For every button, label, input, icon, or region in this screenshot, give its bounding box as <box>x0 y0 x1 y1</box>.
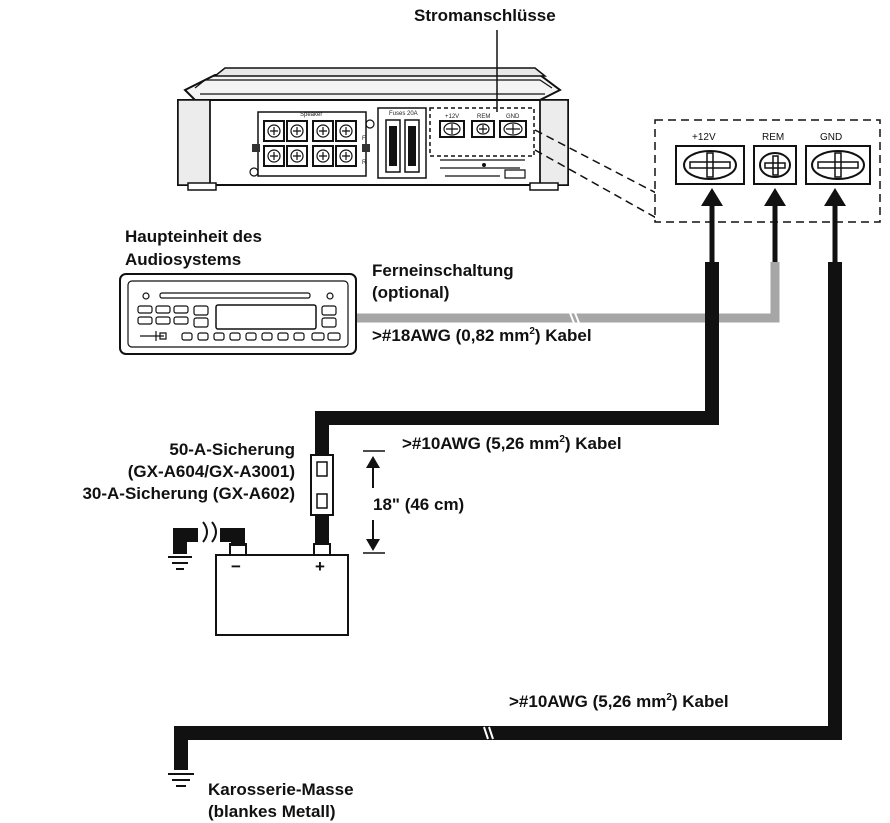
remote-wire <box>355 262 780 323</box>
wire-break-symbol <box>202 521 217 543</box>
terminal-label-rem: REM <box>762 132 784 143</box>
amplifier: Speaker F R Fuses 20A <box>177 67 569 191</box>
terminal-label-12v: +12V <box>692 132 716 143</box>
head-unit-label-line2: Audiosystems <box>125 250 241 269</box>
chassis-ground-label-line2: (blankes Metall) <box>208 802 336 821</box>
zoom-lines <box>534 129 661 221</box>
svg-text:+12V: +12V <box>445 114 459 120</box>
ground-symbol-chassis <box>168 773 194 787</box>
terminal-closeup: +12V REM GND <box>654 119 881 223</box>
head-unit-label-line1: Haupteinheit des <box>125 227 262 246</box>
head-unit <box>119 273 357 355</box>
battery-ground-wire-a <box>220 528 245 546</box>
ground-wire <box>174 262 842 770</box>
fuse-label-line3: 30-A-Sicherung (GX-A602) <box>82 484 295 503</box>
chassis-ground-label-line1: Karosserie-Masse <box>208 780 354 799</box>
cable-10awg-label-power: >#10AWG (5,26 mm2) Kabel <box>402 434 622 453</box>
svg-text:GND: GND <box>506 114 520 120</box>
remote-wire-break <box>569 312 580 324</box>
speaker-terminals-rear <box>263 145 357 167</box>
ground-wire-break <box>483 726 494 740</box>
speaker-label: Speaker <box>300 112 322 118</box>
cable-10awg-label-ground: >#10AWG (5,26 mm2) Kabel <box>509 692 729 711</box>
distance-dimension <box>363 450 385 554</box>
fuse-label: Fuses 20A <box>389 111 418 117</box>
battery-ground-wire-b <box>173 528 198 554</box>
cable-18awg-label: >#18AWG (0,82 mm2) Kabel <box>372 326 592 345</box>
speaker-terminals-front <box>263 120 357 142</box>
battery-minus-label: − <box>231 557 241 576</box>
remote-label-line2: (optional) <box>372 283 449 302</box>
fuse-label-line2: (GX-A604/GX-A3001) <box>128 462 295 481</box>
front-label: F <box>362 136 366 142</box>
remote-label-line1: Ferneinschaltung <box>372 261 514 280</box>
inline-fuse <box>310 454 334 516</box>
fuse-label-line1: 50-A-Sicherung <box>169 440 295 459</box>
ground-symbol-battery <box>168 556 192 570</box>
terminal-arrows <box>701 188 846 262</box>
battery: − + <box>215 543 349 636</box>
terminal-label-gnd: GND <box>820 132 842 143</box>
svg-text:REM: REM <box>477 114 490 120</box>
rear-label: R <box>362 160 367 166</box>
power-connections-label: Stromanschlüsse <box>414 6 556 25</box>
battery-plus-label: + <box>315 557 325 576</box>
distance-label: 18" (46 cm) <box>373 495 464 514</box>
